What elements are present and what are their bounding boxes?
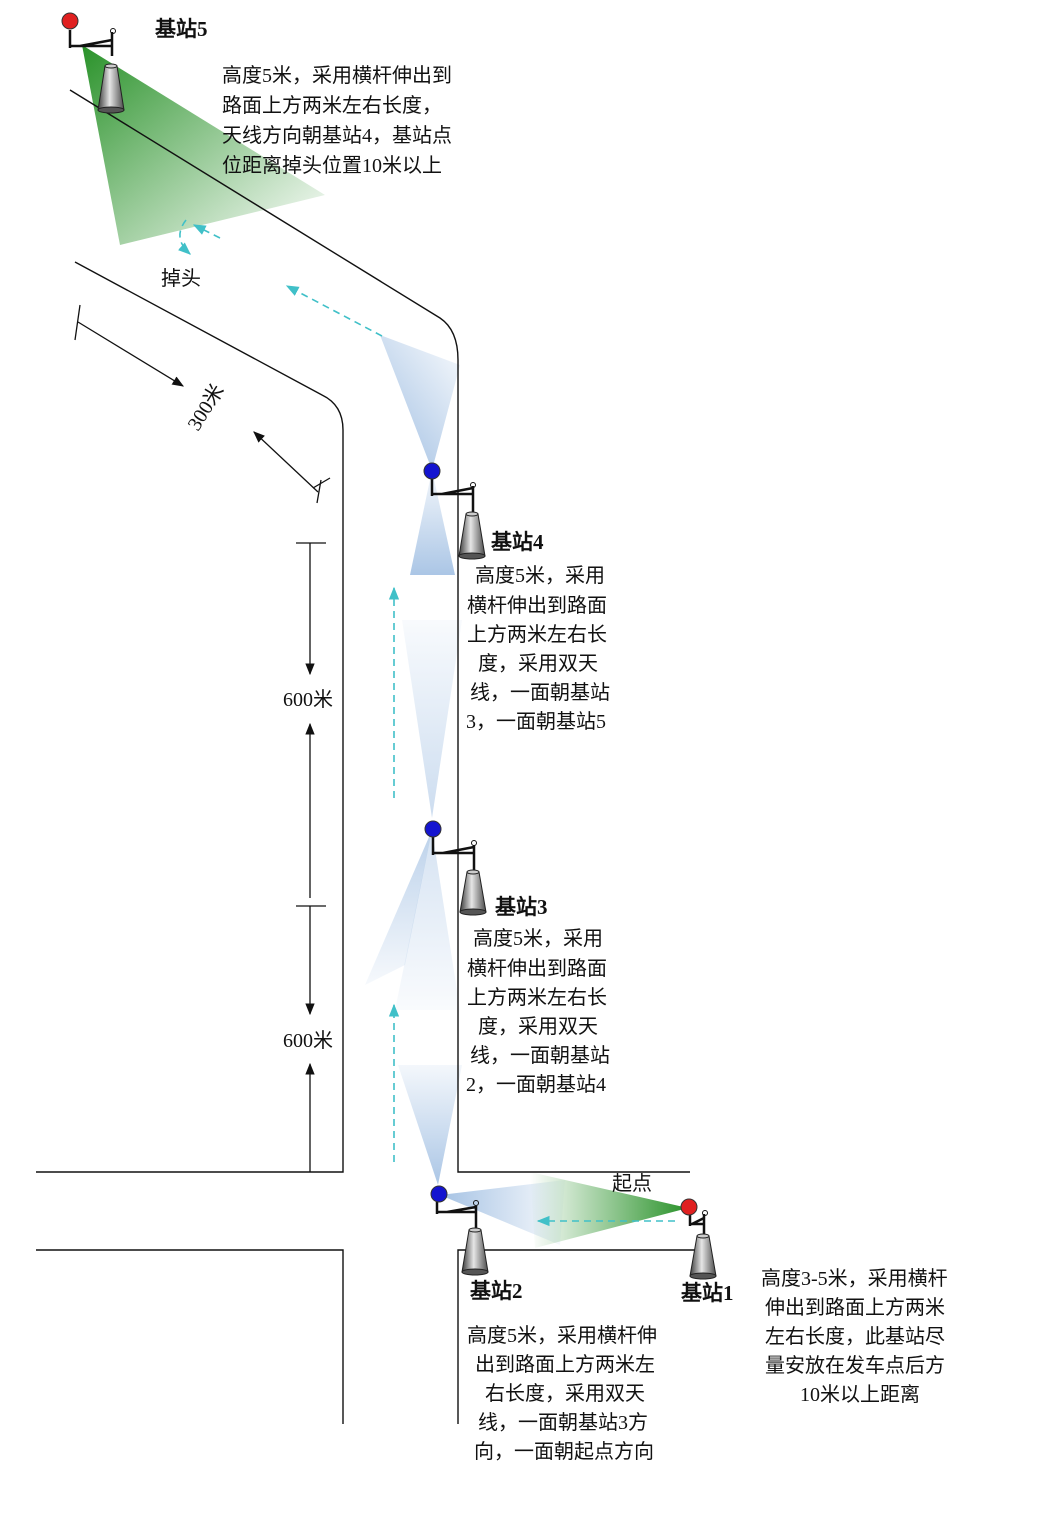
antenna-icon [458,513,486,557]
road-lower-left [36,1249,344,1424]
svg-text:位距离掉头位置10米以上: 位距离掉头位置10米以上 [222,154,442,177]
svg-text:高度5米，采用横杆伸出到: 高度5米，采用横杆伸出到 [222,64,452,87]
svg-text:横杆伸出到路面: 横杆伸出到路面 [467,957,607,980]
beam-s3-down [395,830,460,1010]
svg-text:高度5米，采用: 高度5米，采用 [475,564,605,587]
station-3-note: 高度5米，采用 横杆伸出到路面 上方两米左右长 度，采用双天 线，一面朝基站 2… [466,927,610,1096]
road-lower-right [457,1249,700,1424]
station-1-mast [680,1198,717,1280]
station-2-dot [430,1185,448,1203]
svg-text:右长度，采用双天: 右长度，采用双天 [485,1382,645,1405]
svg-text:路面上方两米左右长度，: 路面上方两米左右长度， [222,94,442,117]
distance-300-label: 300米 [183,380,229,435]
beam-s5-green [82,45,325,245]
svg-text:高度3-5米，采用横杆: 高度3-5米，采用横杆 [761,1267,948,1290]
beam-s1-green [530,1172,688,1248]
svg-text:度，采用双天: 度，采用双天 [478,652,598,675]
signal-beams [82,45,688,1248]
dimension-lines [74,304,331,1172]
antenna-icon [689,1235,717,1277]
svg-text:线，一面朝基站: 线，一面朝基站 [470,681,610,704]
dim-300-arrow-b [253,431,319,493]
antenna-icon [461,1229,489,1273]
svg-text:出到路面上方两米左: 出到路面上方两米左 [475,1353,655,1376]
beam-s2-up [398,1065,462,1185]
station-1-note: 高度3-5米，采用横杆 伸出到路面上方两米 左右长度，此基站尽 量安放在发车点后… [761,1267,948,1406]
uturn-arrow-b [177,219,191,255]
beam-s4-lower [410,470,455,575]
station-1-dot [680,1198,698,1216]
station-2-note: 高度5米，采用横杆伸 出到路面上方两米左 右长度，采用双天 线，一面朝基站3方 … [467,1324,657,1463]
beam-s3-left [365,830,432,985]
antenna-icon [459,871,487,913]
svg-text:横杆伸出到路面: 横杆伸出到路面 [467,594,607,617]
uturn-label: 掉头 [161,267,201,290]
svg-text:高度5米，采用横杆伸: 高度5米，采用横杆伸 [467,1324,657,1347]
station-3-label: 基站3 [495,895,548,919]
station-2-mast [430,1185,489,1276]
svg-text:天线方向朝基站4，基站点: 天线方向朝基站4，基站点 [222,124,452,147]
distance-600-label-b: 600米 [283,1029,333,1052]
travel-arrow-4 [285,285,383,337]
svg-text:度，采用双天: 度，采用双天 [478,1015,598,1038]
station-5-dot [61,12,79,30]
svg-text:10米以上距离: 10米以上距离 [800,1383,920,1406]
svg-text:上方两米左右长: 上方两米左右长 [467,986,607,1009]
station-4-mast [423,462,486,560]
road-outer-edge [69,89,690,1173]
distance-600-label-a: 600米 [283,688,333,711]
station-5-label: 基站5 [155,17,208,41]
dim-300-arrow-a [77,321,184,387]
station-3-mast [424,820,487,916]
station-5-mast [61,12,125,114]
svg-text:线，一面朝基站: 线，一面朝基站 [470,1044,610,1067]
svg-text:线，一面朝基站3方: 线，一面朝基站3方 [478,1411,648,1434]
svg-text:上方两米左右长: 上方两米左右长 [467,623,607,646]
uturn-arrow-a [192,224,221,239]
beam-s4-s3-link [402,620,462,818]
station-4-label: 基站4 [491,530,544,554]
svg-text:2，一面朝基站4: 2，一面朝基站4 [466,1073,606,1096]
station-2-label: 基站2 [470,1279,523,1303]
station-5-note: 高度5米，采用横杆伸出到 路面上方两米左右长度， 天线方向朝基站4，基站点 位距… [222,64,452,177]
svg-text:高度5米，采用: 高度5米，采用 [473,927,603,950]
svg-text:量安放在发车点后方: 量安放在发车点后方 [765,1354,945,1377]
station-4-dot [423,462,441,480]
svg-text:左右长度，此基站尽: 左右长度，此基站尽 [765,1325,945,1348]
beam-s4-upper [380,335,460,470]
travel-direction-arrows [177,219,675,1227]
svg-text:向，一面朝起点方向: 向，一面朝起点方向 [474,1440,654,1463]
station-4-note: 高度5米，采用 横杆伸出到路面 上方两米左右长 度，采用双天 线，一面朝基站 3… [466,564,610,733]
road-inner-edge [36,261,344,1173]
svg-text:3，一面朝基站5: 3，一面朝基站5 [466,710,606,733]
station-1-label: 基站1 [681,1281,734,1305]
svg-text:伸出到路面上方两米: 伸出到路面上方两米 [765,1296,945,1319]
start-label: 起点 [612,1172,652,1195]
station-3-dot [424,820,442,838]
road-lines [36,89,700,1424]
